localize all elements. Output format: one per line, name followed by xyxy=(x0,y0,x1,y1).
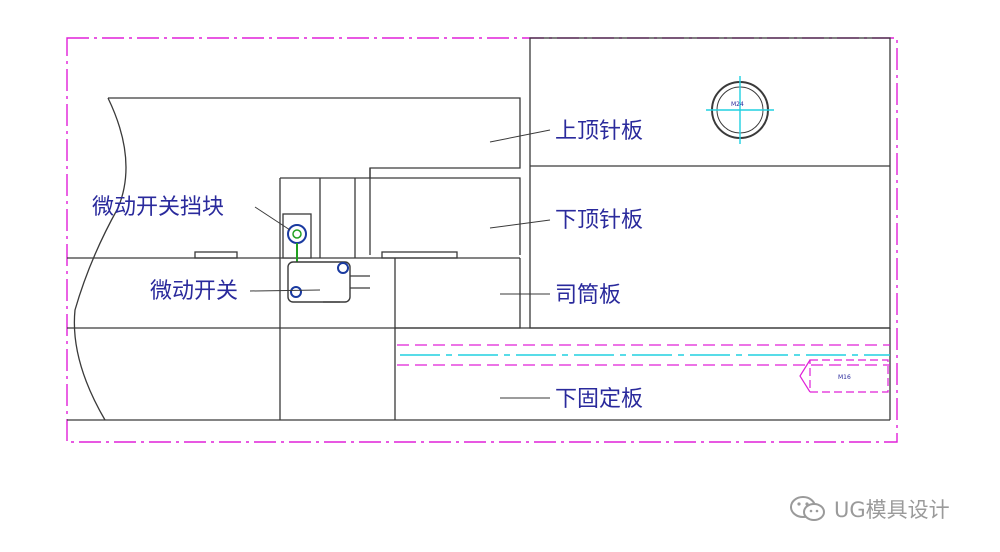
wechat-icon xyxy=(790,496,825,521)
screw-bottom-label: M16 xyxy=(838,374,851,381)
screw-top-label: M24 xyxy=(731,101,744,108)
watermark-text: UG模具设计 xyxy=(834,498,950,522)
label-sleeve-plate: 司筒板 xyxy=(555,283,621,308)
label-bottom-clamp-plate: 下固定板 xyxy=(555,387,643,412)
watermark: UG模具设计 xyxy=(788,494,950,524)
screw-centerlines xyxy=(397,344,890,393)
label-micro-switch: 微动开关 xyxy=(150,279,238,304)
mold-boundary xyxy=(66,37,898,443)
label-switch-stopper: 微动开关挡块 xyxy=(92,195,224,220)
leader-lines xyxy=(249,129,551,399)
screw-symbol-m24: M24 xyxy=(706,76,774,144)
label-upper-ejector-plate: 上顶针板 xyxy=(555,119,643,144)
upper-ejector-plate-outline xyxy=(108,97,521,179)
micro-switch xyxy=(287,261,370,303)
plate-outlines xyxy=(67,37,891,421)
label-lower-ejector-plate: 下顶针板 xyxy=(555,208,643,233)
switch-stopper xyxy=(282,213,312,262)
